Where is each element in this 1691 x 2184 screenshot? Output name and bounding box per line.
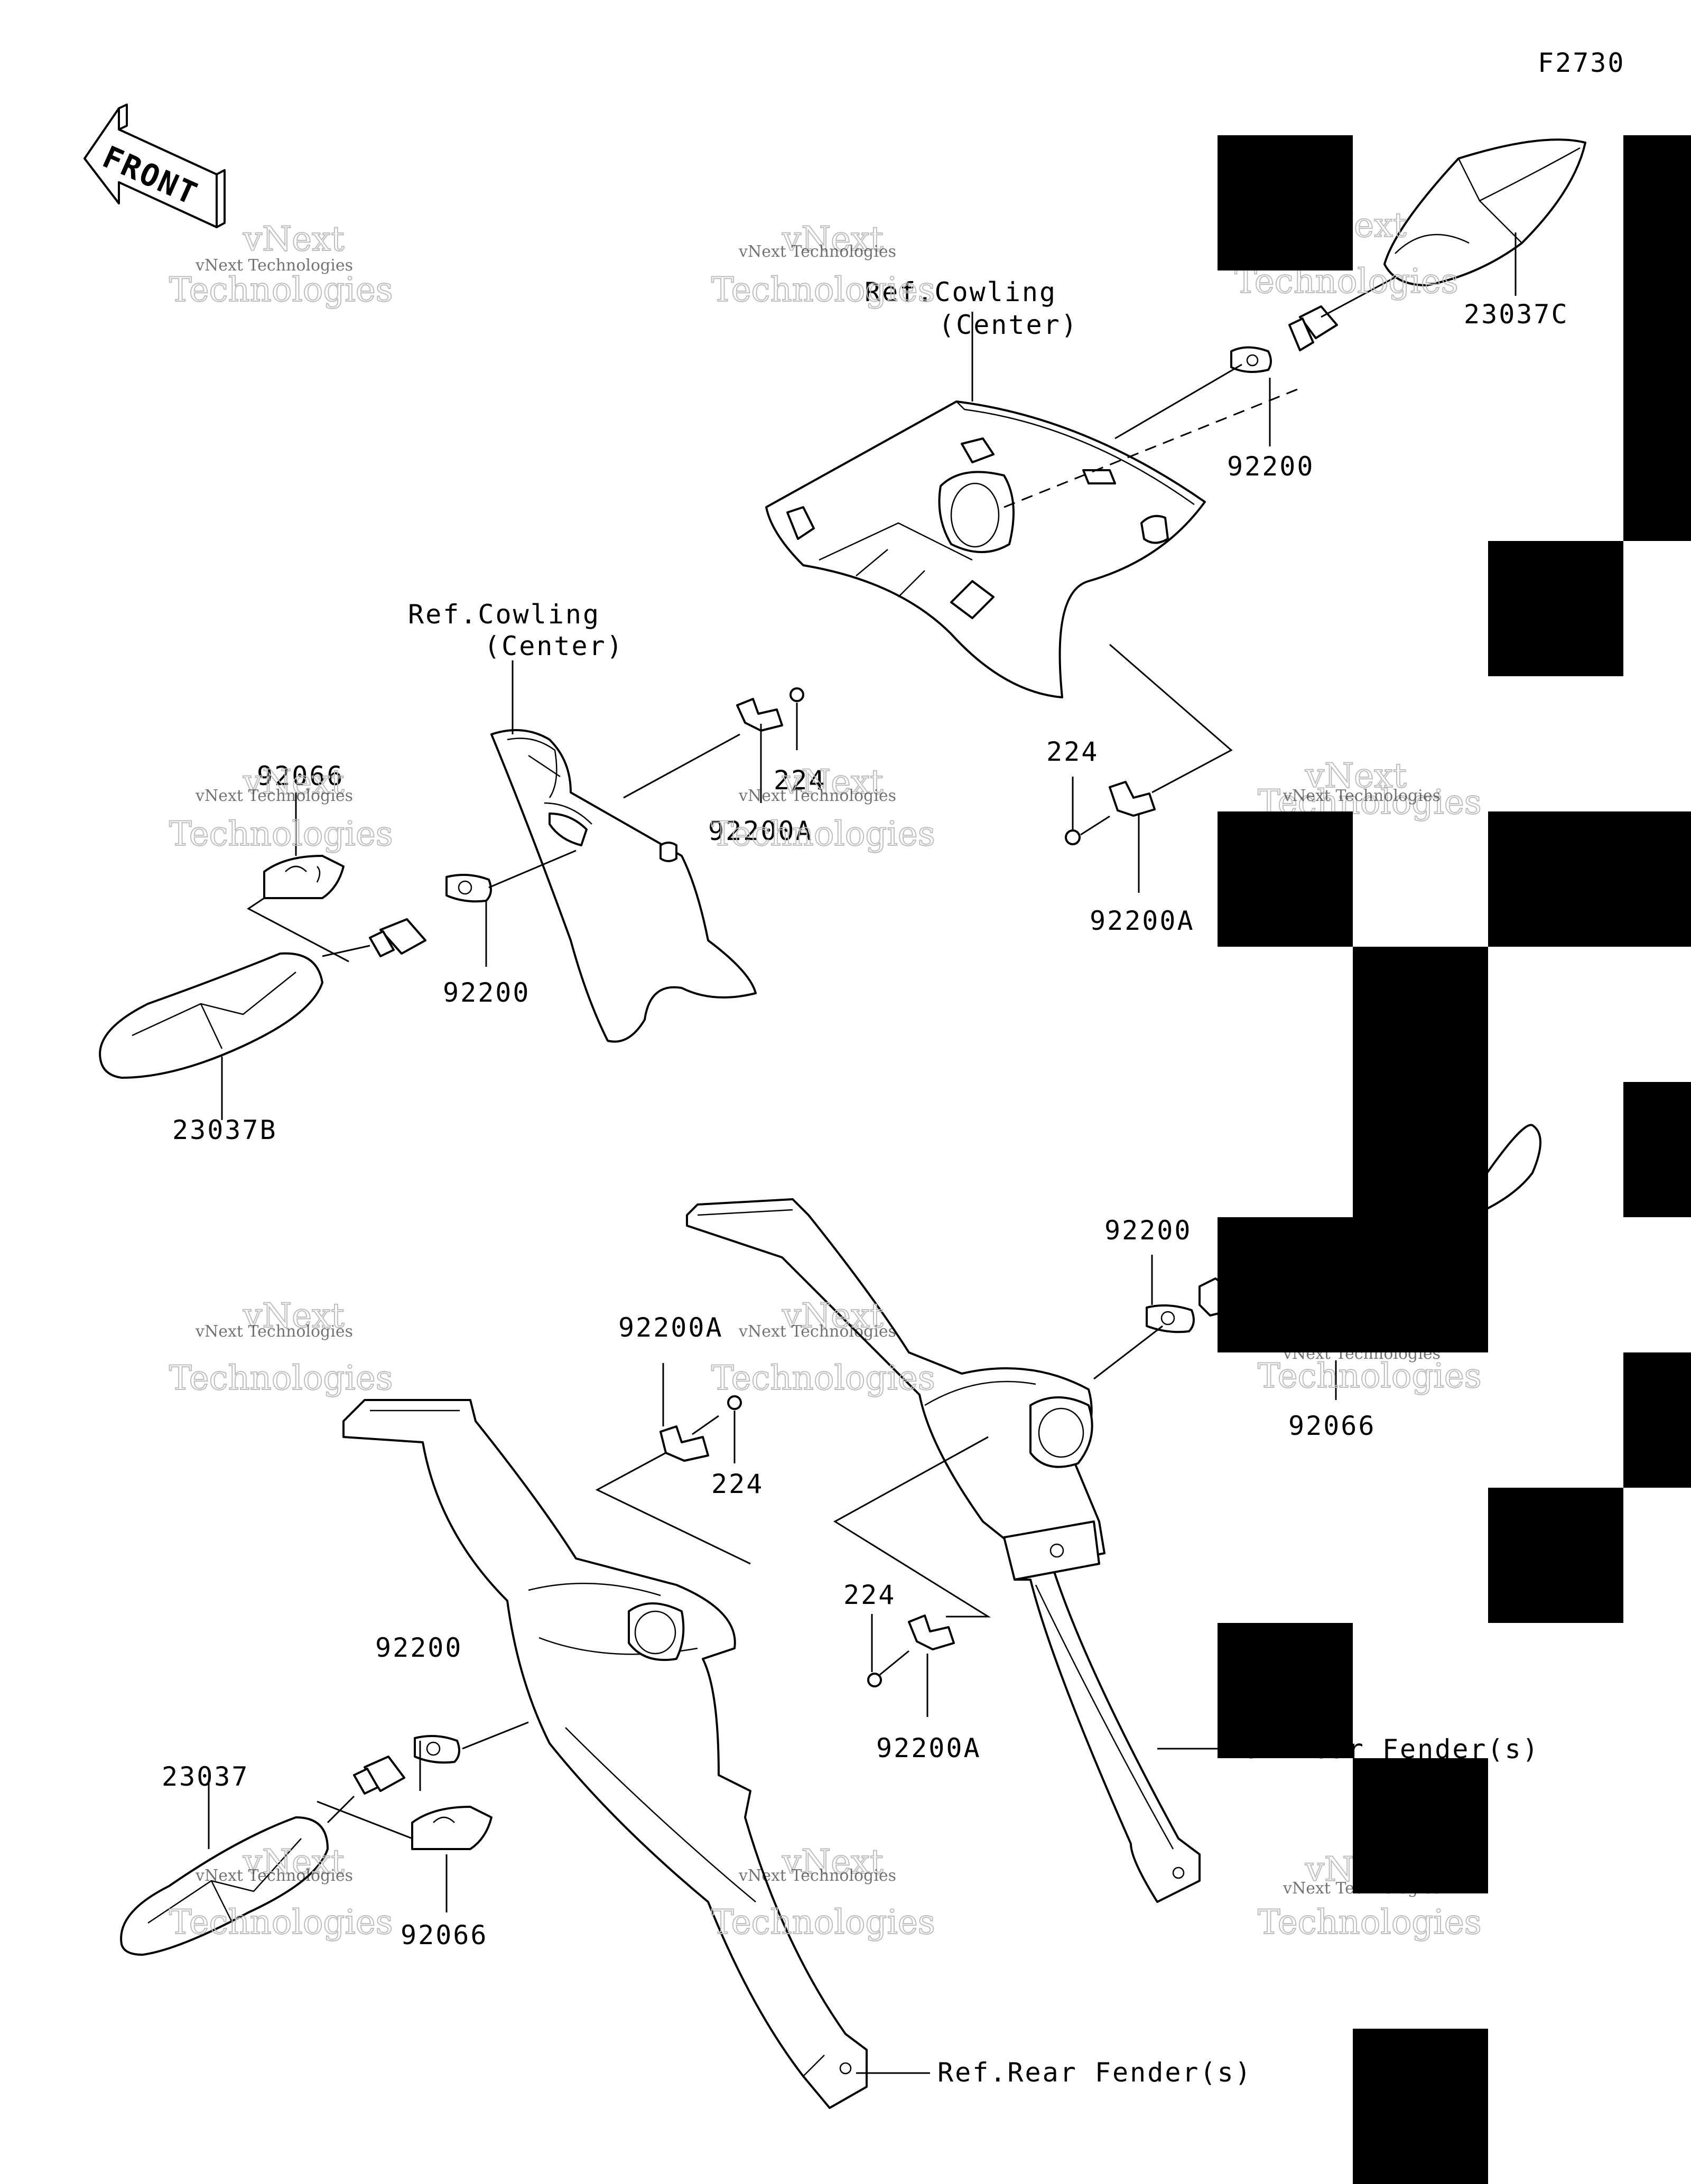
svg-text:vNext: vNext <box>243 763 345 802</box>
bracket-92200A-center <box>623 687 804 803</box>
turn-signal-23037B <box>99 918 426 1120</box>
svg-text:Technologies: Technologies <box>1258 1357 1482 1396</box>
bracket-92200A-lower <box>595 1363 751 1565</box>
svg-text:vNext: vNext <box>782 1843 884 1882</box>
bracket-92200A-top <box>1109 781 1156 893</box>
label-ref-cowling-mid: Ref.Cowling <box>408 599 600 630</box>
figure-id: F2730 <box>1538 48 1625 78</box>
label-92066-lower: 92066 <box>401 1920 488 1950</box>
svg-text:vNext Technologies: vNext Technologies <box>738 787 896 805</box>
svg-text:vNext: vNext <box>1305 757 1407 796</box>
svg-text:vNext Technologies: vNext Technologies <box>738 242 896 261</box>
svg-text:vNext Technologies: vNext Technologies <box>738 1866 896 1885</box>
label-224-top: 224 <box>1046 736 1099 767</box>
label-ref-cowling-top-center: (Center) <box>939 310 1079 340</box>
rear-fender-bracket-right <box>686 1198 1201 1903</box>
svg-text:Technologies: Technologies <box>711 270 935 310</box>
label-23037: 23037 <box>162 1761 249 1792</box>
svg-text:Technologies: Technologies <box>1258 1903 1482 1942</box>
svg-text:Technologies: Technologies <box>169 1359 393 1398</box>
label-92200-lower-left: 92200 <box>375 1632 463 1663</box>
svg-text:vNext Technologies: vNext Technologies <box>195 1866 353 1885</box>
clip-92200-top <box>1230 346 1272 373</box>
clip-92200-left <box>445 874 492 903</box>
svg-text:vNext: vNext <box>243 1843 345 1882</box>
svg-text:vNext Technologies: vNext Technologies <box>195 256 353 275</box>
svg-text:Technologies: Technologies <box>169 815 393 854</box>
svg-text:vNext Technologies: vNext Technologies <box>195 1322 353 1341</box>
clip-92066-left <box>247 792 349 963</box>
label-92200A-center: 92200A <box>708 816 813 846</box>
svg-text:Technologies: Technologies <box>711 1359 935 1398</box>
label-ref-cowling-mid-center: (Center) <box>484 631 624 661</box>
label-92200-right: 92200 <box>1104 1215 1192 1246</box>
label-92200-left: 92200 <box>443 977 531 1008</box>
svg-text:vNext: vNext <box>243 1296 345 1336</box>
svg-text:vNext Technologies: vNext Technologies <box>738 1322 896 1341</box>
svg-text:Technologies: Technologies <box>711 1903 935 1942</box>
svg-text:vNext Technologies: vNext Technologies <box>1283 787 1441 805</box>
label-92200-top: 92200 <box>1227 451 1315 482</box>
clip-92200-lower-left <box>414 1735 460 1764</box>
label-ref-cowling-top: Ref.Cowling <box>865 277 1057 307</box>
label-92066-right: 92066 <box>1288 1411 1376 1441</box>
label-92066-left: 92066 <box>257 761 345 791</box>
label-92200A-top: 92200A <box>1090 906 1195 936</box>
label-92200A-lower: 92200A <box>618 1312 723 1343</box>
turn-signal-23037C <box>1288 138 1586 351</box>
svg-text:vNext Technologies: vNext Technologies <box>195 787 353 805</box>
svg-text:vNext: vNext <box>782 763 884 802</box>
svg-text:vNext: vNext <box>782 1296 884 1336</box>
redaction-blocks <box>1218 135 1691 2184</box>
label-23037C: 23037C <box>1464 299 1569 330</box>
svg-text:Technologies: Technologies <box>169 1903 393 1942</box>
clip-92066-lower <box>317 1800 493 1912</box>
label-224-center: 224 <box>774 765 826 796</box>
svg-text:vNext: vNext <box>243 220 345 259</box>
svg-text:Technologies: Technologies <box>169 270 393 310</box>
svg-text:Technologies: Technologies <box>711 815 935 854</box>
clip-92200-right <box>1146 1304 1195 1333</box>
label-23037B: 23037B <box>172 1115 277 1145</box>
cowling-center-top <box>765 400 1206 698</box>
bolt-224-top <box>1065 777 1110 845</box>
label-ref-rear-fender-bottom: Ref.Rear Fender(s) <box>937 2057 1252 2088</box>
svg-text:vNext: vNext <box>782 220 884 259</box>
front-arrow-icon: FRONT <box>83 104 226 228</box>
bracket-92200A-bottom <box>833 1436 991 1717</box>
turn-signal-23037 <box>120 1756 405 1956</box>
cowling-center-mid <box>490 729 757 1043</box>
label-224-bottom: 224 <box>843 1580 896 1610</box>
label-224-lower: 224 <box>711 1469 764 1499</box>
rear-fender-bracket-left <box>342 1399 868 2109</box>
label-92200A-bottom: 92200A <box>876 1733 981 1763</box>
